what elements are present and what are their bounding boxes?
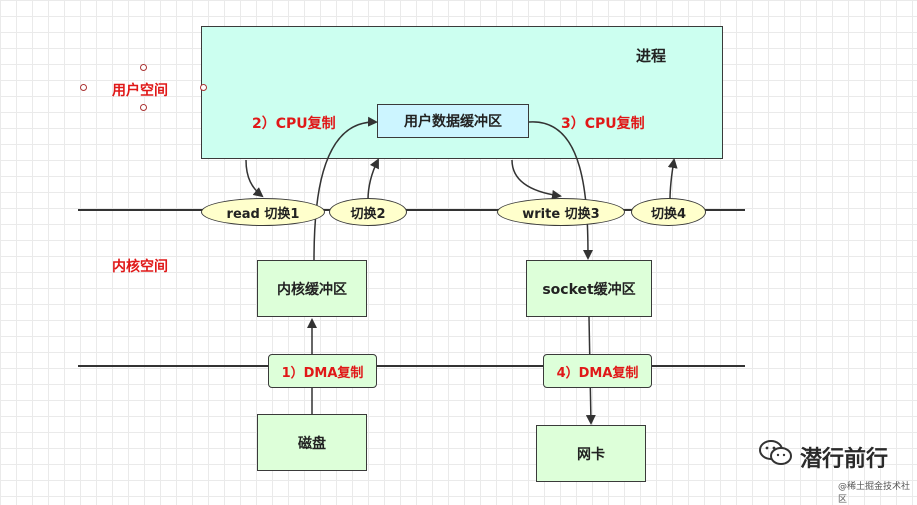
nic-box: 网卡 [536,425,646,482]
dma-copy-1: 1）DMA复制 [268,354,377,388]
arrow-kernel-to-user [313,116,378,261]
switch-4: 切换4 [631,198,706,226]
selection-handle [200,84,207,91]
user-space-label: 用户空间 [112,83,168,99]
disk-box: 磁盘 [257,414,367,471]
arrow-switch3 [511,159,562,200]
selection-handle [140,104,147,111]
kernel-space-label: 内核空间 [112,259,168,275]
cpu-copy-label-3: 3）CPU复制 [561,116,645,132]
watermark-main: 潜行前行 [800,447,889,472]
arrow-switch2 [367,158,379,201]
kernel-buffer-box: 内核缓冲区 [257,260,367,317]
selection-handle [140,64,147,71]
wechat-logo-icon [758,438,794,468]
socket-buffer-box: socket缓冲区 [526,260,652,317]
switch-write-3: write 切换3 [497,198,625,226]
switch-2: 切换2 [329,198,407,226]
arrow-user-to-socket [528,121,593,260]
cpu-copy-label-2: 2）CPU复制 [252,116,336,132]
arrow-switch1 [245,159,264,198]
dma-copy-4: 4）DMA复制 [543,354,652,388]
arrow-switch4 [667,158,678,201]
selection-handle [80,84,87,91]
process-label: 进程 [636,47,667,65]
watermark-sub: @稀土掘金技术社区 [838,482,911,505]
switch-read-1: read 切换1 [201,198,325,226]
